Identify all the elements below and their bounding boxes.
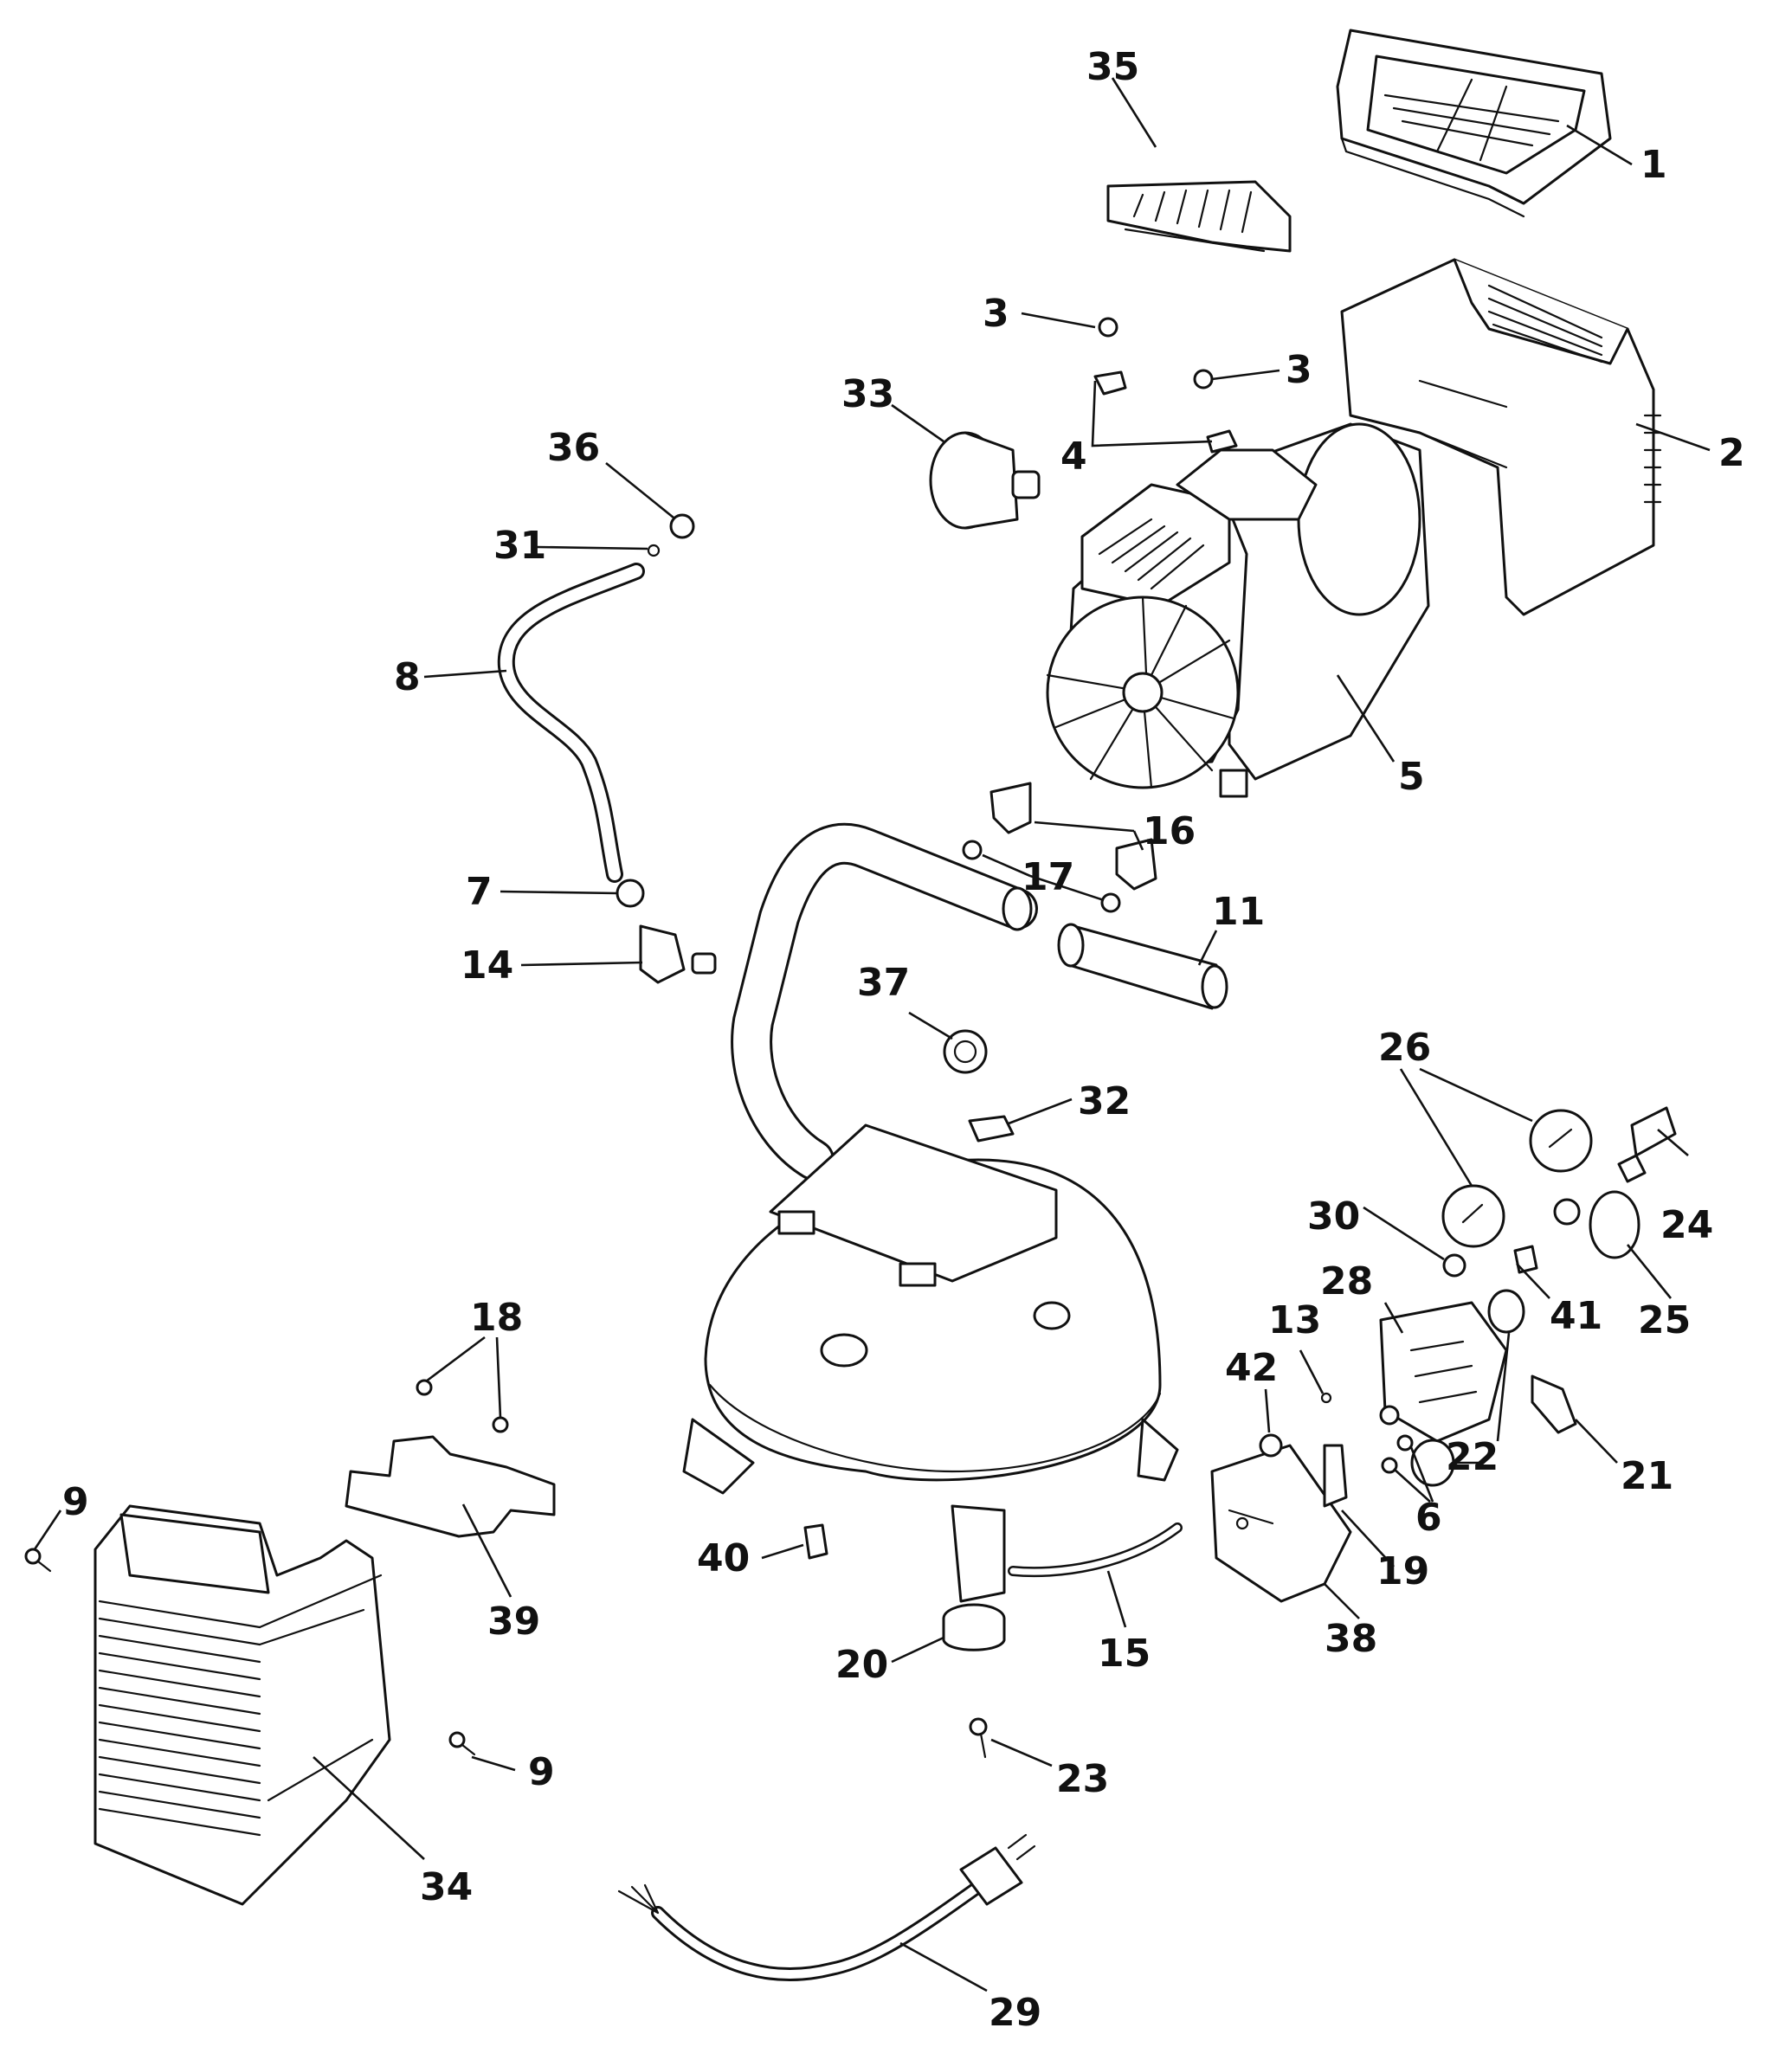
- isolator: [989, 782, 1157, 891]
- leader-lines: [33, 77, 1711, 1992]
- callout-9b: 9: [528, 1750, 555, 1794]
- tube: [1323, 1444, 1348, 1508]
- callout-31: 31: [493, 524, 546, 568]
- callout-30: 30: [1307, 1194, 1360, 1239]
- fitting: [1487, 1289, 1525, 1334]
- callout-13: 13: [1268, 1298, 1321, 1342]
- callout-7: 7: [466, 870, 493, 914]
- callout-28: 28: [1320, 1259, 1373, 1304]
- front-shroud: [93, 1504, 391, 1906]
- callout-38: 38: [1325, 1617, 1377, 1661]
- nut: [1098, 317, 1214, 389]
- power-cord: [617, 1833, 1036, 1982]
- callout-18: 18: [470, 1296, 523, 1340]
- nut: [1259, 1433, 1283, 1458]
- bracket: [345, 1435, 556, 1538]
- bushing: [943, 1029, 988, 1074]
- callout-8: 8: [394, 655, 421, 699]
- callout-24: 24: [1660, 1203, 1713, 1247]
- callout-37: 37: [857, 961, 910, 1005]
- screw: [416, 1379, 509, 1433]
- callout-3b: 3: [1286, 348, 1312, 392]
- callout-26: 26: [1378, 1026, 1431, 1070]
- safety-valve: [1531, 1374, 1577, 1434]
- air-tank: [682, 1123, 1179, 1603]
- callout-16: 16: [1143, 809, 1196, 853]
- nut: [669, 513, 695, 539]
- callout-42: 42: [1225, 1346, 1278, 1390]
- callout-40: 40: [697, 1536, 750, 1580]
- callout-9a: 9: [62, 1480, 89, 1524]
- callout-19: 19: [1376, 1549, 1429, 1593]
- callout-3a: 3: [983, 292, 1009, 336]
- quick-coupler: [1617, 1106, 1677, 1183]
- callout-labels: 1 2 3 3 4 5 6 7 8 9 9 11 13 14 15 16 17 …: [62, 45, 1745, 2035]
- callout-20: 20: [835, 1643, 888, 1687]
- pad: [968, 1115, 1015, 1143]
- pin: [1320, 1392, 1332, 1404]
- air-filter: [929, 431, 1041, 530]
- callout-36: 36: [547, 426, 600, 470]
- callout-22: 22: [1446, 1435, 1499, 1479]
- callout-32: 32: [1078, 1079, 1131, 1123]
- nipple: [1513, 1245, 1538, 1274]
- callout-15: 15: [1098, 1632, 1151, 1676]
- nut: [1442, 1253, 1466, 1278]
- callout-34: 34: [420, 1865, 473, 1909]
- callout-2: 2: [1718, 431, 1745, 475]
- callout-39: 39: [487, 1600, 540, 1644]
- callout-4: 4: [1060, 435, 1087, 479]
- hose: [1008, 1522, 1183, 1578]
- tube-nut: [616, 879, 645, 908]
- top-shroud: [1336, 29, 1612, 218]
- pressure-switch: [1379, 1301, 1508, 1443]
- regulator: [1553, 1190, 1641, 1259]
- o-ring: [647, 544, 661, 557]
- callout-5: 5: [1398, 755, 1425, 799]
- callout-29: 29: [989, 1991, 1041, 2035]
- handle-grip: [1057, 923, 1228, 1010]
- callout-25: 25: [1638, 1298, 1691, 1342]
- callout-6: 6: [1415, 1496, 1442, 1540]
- grille: [1106, 180, 1292, 253]
- drain-valve: [803, 1523, 828, 1560]
- pressure-gauge: [1441, 1109, 1593, 1248]
- pump-motor-assembly: [1046, 422, 1430, 798]
- screw: [969, 1717, 988, 1759]
- callout-1: 1: [1641, 143, 1667, 187]
- bolt: [962, 840, 1121, 913]
- callout-23: 23: [1056, 1757, 1109, 1801]
- check-valve: [639, 924, 717, 984]
- callout-11: 11: [1212, 890, 1265, 934]
- clip: [1093, 370, 1238, 454]
- gauge-fitting: [1381, 1434, 1455, 1487]
- callout-41: 41: [1550, 1294, 1602, 1338]
- callout-33: 33: [841, 372, 894, 416]
- callout-17: 17: [1022, 855, 1074, 899]
- handle-frame: [731, 822, 1038, 1181]
- foot: [942, 1603, 1006, 1651]
- screw: [24, 1548, 476, 1756]
- rear-shroud: [1340, 258, 1662, 616]
- callout-21: 21: [1621, 1454, 1673, 1498]
- callout-35: 35: [1086, 45, 1139, 89]
- callout-14: 14: [461, 943, 513, 988]
- outlet-tube: [497, 563, 645, 883]
